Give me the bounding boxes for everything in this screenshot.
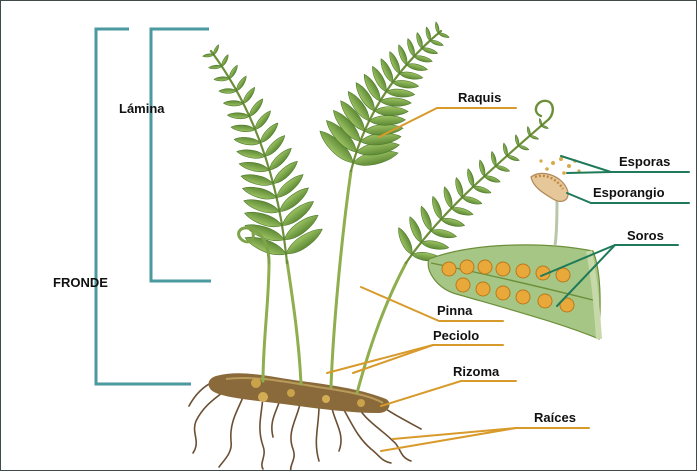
pinnule	[227, 112, 249, 119]
sorus	[496, 262, 510, 276]
frond-tip-curl	[536, 101, 553, 119]
label-esporangio: Esporangio	[593, 185, 665, 200]
sorus	[496, 286, 510, 300]
pinnule	[526, 126, 531, 136]
label-peciolo: Peciolo	[433, 328, 479, 343]
sorus	[460, 260, 474, 274]
label-lamina: Lámina	[119, 101, 165, 116]
sorus	[456, 278, 470, 292]
pinnule	[421, 46, 438, 55]
pinnule	[495, 164, 510, 173]
sorus	[516, 290, 530, 304]
pinnule	[415, 32, 424, 49]
leader-raices-1	[393, 428, 589, 439]
pinnule	[238, 160, 270, 174]
lamina-bracket	[151, 29, 211, 281]
pinnule	[420, 239, 449, 252]
sorus	[442, 262, 456, 276]
pinnule	[506, 154, 520, 162]
pinnule	[235, 75, 249, 92]
pinnule	[228, 64, 239, 79]
pinnule	[430, 227, 457, 240]
sorus	[476, 282, 490, 296]
pinnule	[203, 53, 214, 57]
pinnule	[399, 70, 424, 81]
pinnule	[502, 143, 508, 157]
pinnule	[240, 172, 274, 188]
pinnule	[483, 174, 500, 184]
pinnule	[236, 148, 265, 160]
pinnule	[212, 44, 219, 55]
pinnule	[241, 184, 277, 202]
pinnule	[247, 97, 265, 118]
sorus	[556, 268, 570, 282]
label-fronde: FRONDE	[53, 275, 108, 290]
pinnule	[430, 195, 444, 220]
sporangium-detail	[531, 157, 581, 245]
pinnule	[386, 88, 415, 99]
pinnule	[429, 39, 443, 47]
pinnule	[438, 32, 450, 39]
label-pinna: Pinna	[437, 303, 473, 318]
pinnule	[406, 62, 428, 72]
pinnule	[369, 115, 405, 126]
pinnule	[234, 136, 261, 146]
pinnule	[418, 205, 434, 232]
sorus	[478, 260, 492, 274]
sorus	[516, 264, 530, 278]
pinnule	[514, 134, 520, 146]
pinnule	[434, 22, 439, 34]
pinnule	[231, 124, 256, 133]
label-rizoma: Rizoma	[453, 364, 500, 379]
pinnule	[529, 135, 539, 141]
pinnule	[219, 89, 237, 94]
pinnule	[440, 216, 465, 228]
label-raquis: Raquis	[458, 90, 501, 105]
pinnule	[490, 151, 498, 167]
label-soros: Soros	[627, 228, 664, 243]
sorus	[538, 294, 552, 308]
leader-rizoma	[381, 381, 516, 406]
pinnule	[541, 125, 549, 130]
leader-esporas-2	[567, 172, 611, 173]
pinnule	[380, 97, 412, 107]
pinnule	[220, 54, 229, 67]
pinnule	[539, 118, 543, 126]
pinnule	[451, 205, 474, 217]
label-esporas: Esporas	[619, 154, 670, 169]
leader-raices-2	[381, 428, 516, 451]
pinnule	[374, 106, 408, 116]
fronde-bracket	[96, 29, 191, 384]
pinnule	[518, 144, 530, 151]
leader-peciolo-2	[327, 345, 433, 373]
pinnule	[392, 79, 419, 90]
pinnule	[241, 86, 257, 105]
label-raices: Raíces	[534, 410, 576, 425]
pinnule	[209, 65, 222, 70]
sori-detail	[428, 245, 600, 339]
pinnule	[214, 76, 230, 81]
pinnule	[223, 100, 243, 106]
pinnule	[425, 27, 432, 41]
